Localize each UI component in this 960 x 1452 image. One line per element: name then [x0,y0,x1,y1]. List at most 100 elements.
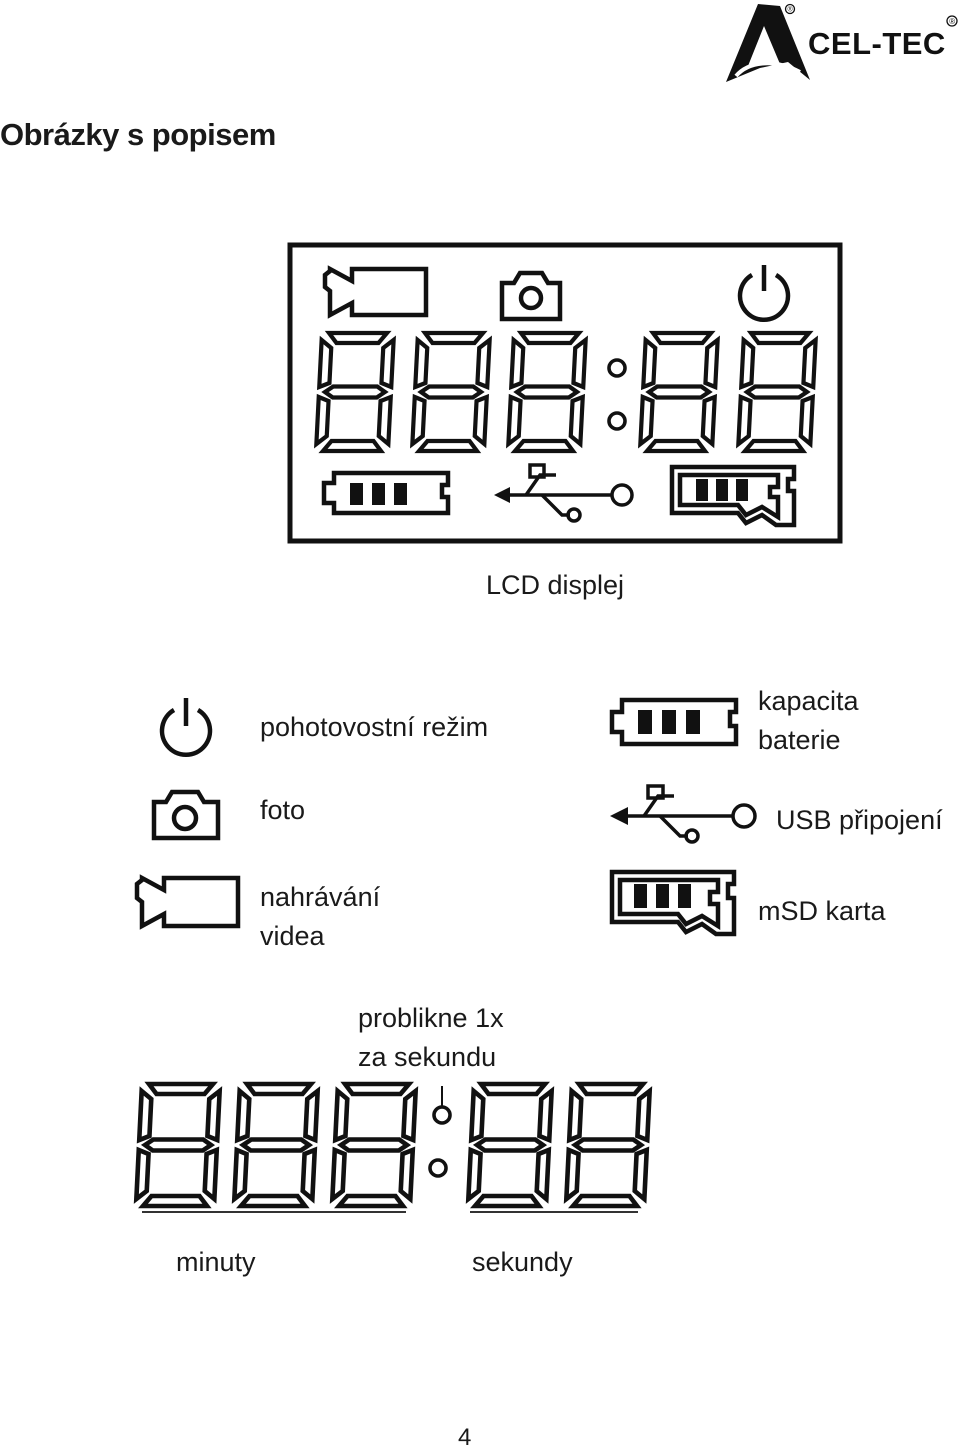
colon-dot-bottom [607,411,627,431]
segment-lower-right [700,393,718,449]
segment-top [648,330,716,346]
segment-upper-left [136,1086,154,1144]
segment-upper-right [475,335,492,391]
segment-lower-left [231,1146,249,1204]
legend-battery-icon [608,694,742,752]
segment-middle [645,384,713,400]
segment-top [746,330,814,346]
segment-lower-left [133,1146,151,1204]
minutes-label: minuty [176,1247,256,1277]
segment-bottom [138,1193,212,1209]
segment-upper-right [379,335,396,391]
legend-video-camera-icon [132,874,242,932]
page-title: Obrázky s popisem [0,117,276,152]
seven-segment-digit [329,1081,419,1209]
segment-upper-right [801,335,818,391]
segment-bottom [568,1193,642,1209]
segment-middle [570,1137,646,1153]
power-icon [737,265,791,322]
segment-lower-right [472,393,490,449]
segment-middle [336,1137,412,1153]
seconds-label: sekundy [472,1247,573,1277]
seven-segment-digit [314,330,396,454]
segment-top [144,1081,218,1097]
segment-bottom [414,438,482,454]
segment-bottom [740,438,808,454]
lcd-display-figure [286,241,846,547]
segment-upper-left [468,1086,486,1144]
clock-digits-figure [128,1078,658,1228]
legend-usb-icon [608,782,760,848]
seven-segment-digit [465,1081,555,1209]
segment-upper-left [316,335,334,391]
logo-text: CEL-TEC [808,26,946,61]
segment-upper-right [537,1086,555,1144]
seven-segment-digit [506,330,588,454]
segment-upper-left [738,335,756,391]
segment-bottom [470,1193,544,1209]
colon-dot-top [607,358,627,378]
segment-upper-left [412,335,430,391]
segment-lower-right [398,1146,416,1204]
clock-digits [133,1081,653,1209]
segment-lower-left [638,393,655,449]
legend-label-battery-line2: baterie [758,725,841,755]
legend-microsd-icon [606,866,742,940]
usb-icon [494,463,634,523]
segment-upper-right [401,1086,419,1144]
segment-lower-right [376,393,394,449]
seven-segment-digit [231,1081,321,1209]
segment-middle [417,384,485,400]
segment-top [242,1081,316,1097]
legend-label-standby: pohotovostní režim [260,712,489,742]
segment-upper-right [703,335,720,391]
segment-lower-left [563,1146,581,1204]
battery-icon [321,470,451,516]
video-camera-icon [322,265,429,319]
segment-lower-right [534,1146,552,1204]
segment-middle [238,1137,314,1153]
segment-upper-right [571,335,588,391]
segment-lower-right [632,1146,650,1204]
brand-logo: ® CEL-TEC ® [718,2,960,84]
microsd-card-icon [669,464,797,528]
clock-colon-dot-top [432,1105,452,1125]
segment-bottom [334,1193,408,1209]
seven-segment-digit [638,330,720,454]
seven-segment-digit [410,330,492,454]
segment-top [516,330,584,346]
legend-label-video-line2: videa [260,921,325,951]
camera-icon [499,270,563,322]
segment-top [420,330,488,346]
legend-label-video-line1: nahrávání [260,882,381,912]
segment-lower-left [736,393,753,449]
segment-top [340,1081,414,1097]
segment-lower-left [410,393,427,449]
segment-bottom [642,438,710,454]
segment-lower-right [202,1146,220,1204]
seven-segment-digit [133,1081,223,1209]
logo-registered-mark: ® [788,6,794,14]
blink-note-line2: za sekundu [358,1042,497,1072]
segment-lower-left [329,1146,347,1204]
svg-text:®: ® [949,17,955,26]
segment-middle [472,1137,548,1153]
segment-upper-right [635,1086,653,1144]
segment-middle [321,384,389,400]
page-number: 4 [458,1424,472,1451]
segment-top [476,1081,550,1097]
segment-upper-left [566,1086,584,1144]
segment-upper-right [205,1086,223,1144]
clock-colon-dot-bottom [428,1158,448,1178]
segment-upper-left [640,335,658,391]
segment-lower-left [506,393,523,449]
legend-label-msd: mSD karta [758,896,886,926]
legend-power-icon [156,696,216,758]
segment-upper-left [508,335,526,391]
segment-bottom [318,438,386,454]
blink-note-line1: problikne 1x [358,1003,504,1033]
segment-lower-left [314,393,331,449]
segment-upper-left [332,1086,350,1144]
legend-label-photo: foto [260,795,306,825]
segment-bottom [236,1193,310,1209]
